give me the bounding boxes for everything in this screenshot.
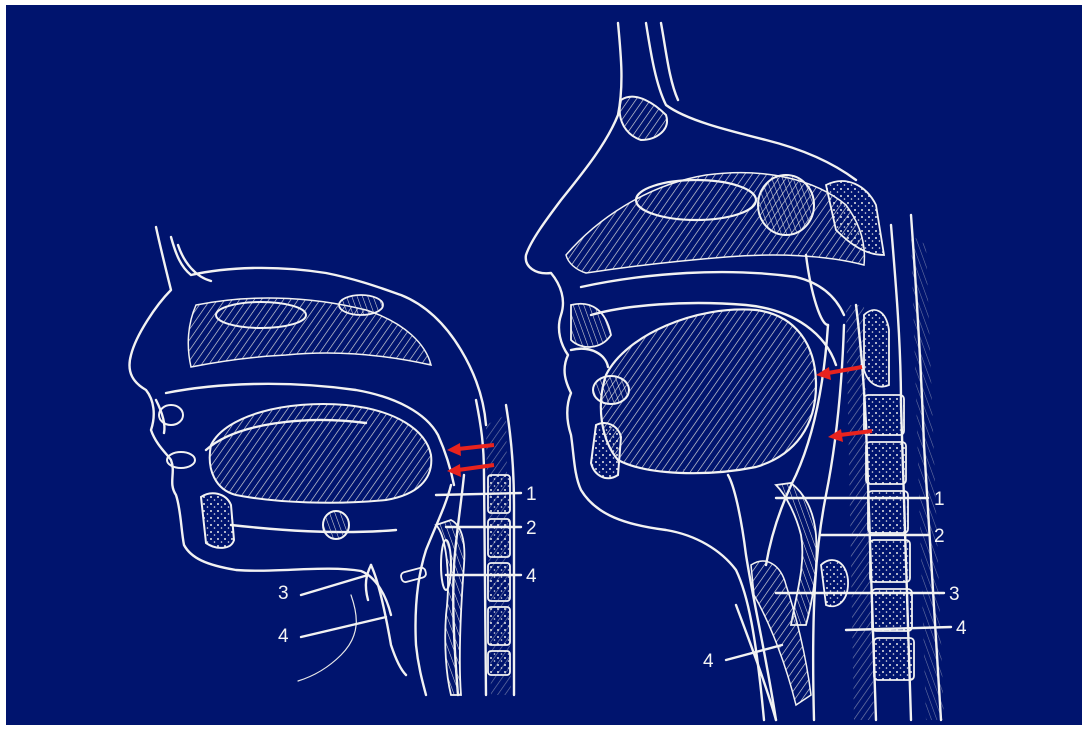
right-label-2: 2 — [934, 526, 945, 547]
right-nasal-bone — [620, 97, 667, 140]
right-mandible — [591, 423, 621, 478]
right-head-figure — [526, 23, 944, 720]
right-tongue — [601, 309, 816, 473]
left-mandible — [201, 493, 234, 548]
anatomy-diagram: 1 2 3 4 4 — [6, 5, 1082, 725]
left-label-2: 2 — [526, 518, 537, 539]
left-label-3: 3 — [278, 583, 289, 604]
right-label-3: 3 — [949, 584, 960, 605]
right-label-1: 1 — [934, 489, 945, 510]
diagram-canvas: 1 2 3 4 4 — [6, 5, 1082, 725]
right-label-4-spine: 4 — [956, 618, 967, 639]
left-label-1: 1 — [526, 484, 537, 505]
right-label-4-front: 4 — [703, 651, 714, 672]
left-head-figure — [129, 227, 514, 695]
left-label-4-spine: 4 — [526, 566, 537, 587]
left-label-4-front: 4 — [278, 626, 289, 647]
left-nasal-cavity — [188, 298, 431, 367]
left-hyoid — [323, 511, 349, 539]
right-nasal-cavity — [566, 173, 864, 273]
